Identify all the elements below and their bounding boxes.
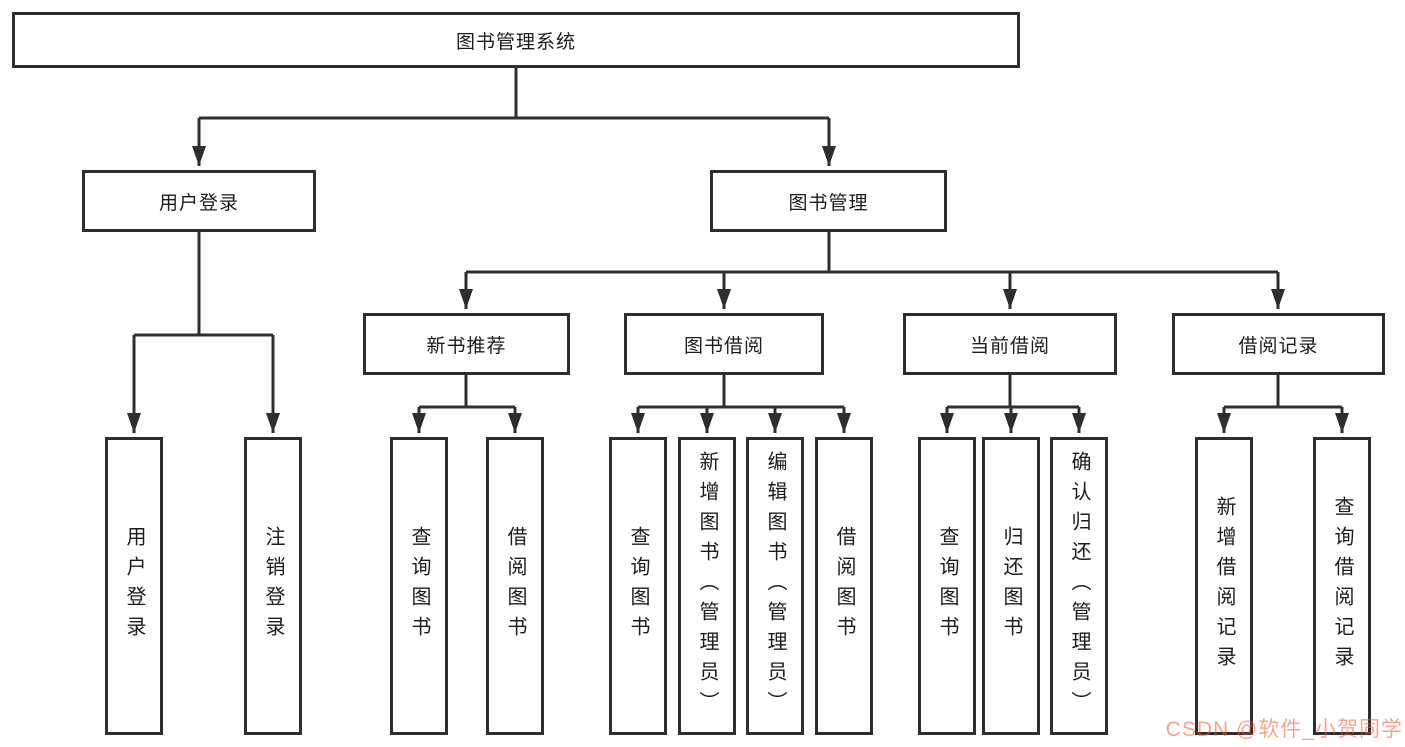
leaf-records-add-record: 新增借阅记录	[1195, 437, 1253, 735]
node-label: 图书管理系统	[455, 31, 576, 53]
leaf-label: 确认归还（管理员）	[1068, 451, 1090, 721]
csdn-watermark: CSDN @软件_小贺同学	[1165, 718, 1403, 741]
leaf-label: 查询图书	[408, 526, 430, 646]
leaf-label: 查询图书	[627, 526, 649, 646]
leaf-current-query-books: 查询图书	[918, 437, 976, 735]
leaf-label: 借阅图书	[504, 526, 526, 646]
node-user-login: 用户登录	[82, 170, 316, 232]
node-label: 借阅记录	[1238, 335, 1319, 357]
leaf-label: 查询借阅记录	[1331, 496, 1353, 676]
leaf-label: 借阅图书	[833, 526, 855, 646]
node-label: 当前借阅	[969, 335, 1050, 357]
node-book-management: 图书管理	[710, 170, 947, 232]
node-library-management-system: 图书管理系统	[12, 12, 1020, 68]
leaf-label: 用户登录	[123, 526, 145, 646]
leaf-label: 编辑图书（管理员）	[764, 451, 786, 721]
leaf-user-login: 用户登录	[105, 437, 163, 735]
node-book-borrowing: 图书借阅	[624, 313, 824, 375]
node-label: 新书推荐	[426, 335, 507, 357]
node-borrowing-records: 借阅记录	[1172, 313, 1385, 375]
leaf-borrow-borrow-books: 借阅图书	[815, 437, 873, 735]
node-label: 图书借阅	[683, 335, 764, 357]
leaf-label: 注销登录	[262, 526, 284, 646]
leaf-borrow-query-books: 查询图书	[609, 437, 667, 735]
leaf-recommend-query-books: 查询图书	[390, 437, 448, 735]
leaf-label: 新增图书（管理员）	[696, 451, 718, 721]
leaf-label: 查询图书	[936, 526, 958, 646]
node-label: 图书管理	[788, 192, 869, 214]
leaf-label: 新增借阅记录	[1213, 496, 1235, 676]
node-new-book-recommendation: 新书推荐	[363, 313, 570, 375]
leaf-current-return-books: 归还图书	[982, 437, 1040, 735]
leaf-borrow-edit-books-admin: 编辑图书（管理员）	[746, 437, 804, 735]
leaf-recommend-borrow-books: 借阅图书	[486, 437, 544, 735]
leaf-current-confirm-return-admin: 确认归还（管理员）	[1050, 437, 1108, 735]
leaf-logout: 注销登录	[244, 437, 302, 735]
leaf-label: 归还图书	[1000, 526, 1022, 646]
node-label: 用户登录	[158, 192, 239, 214]
leaf-records-query-record: 查询借阅记录	[1313, 437, 1371, 735]
leaf-borrow-add-books-admin: 新增图书（管理员）	[678, 437, 736, 735]
node-current-borrowing: 当前借阅	[903, 313, 1117, 375]
